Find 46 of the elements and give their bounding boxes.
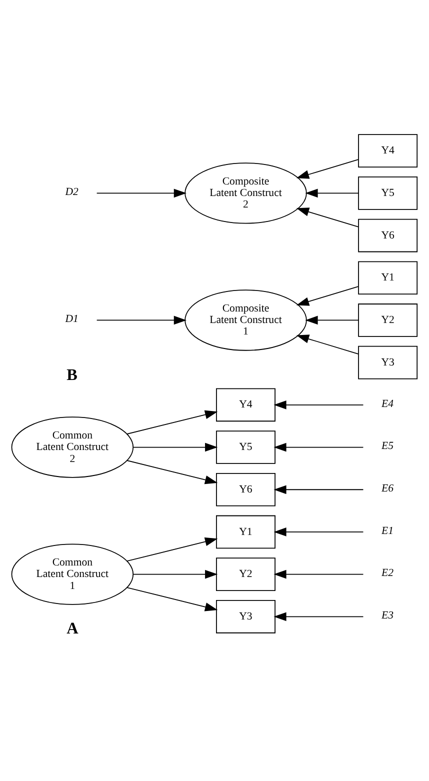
- arrow: [126, 410, 218, 434]
- arrow: [126, 537, 218, 562]
- node-text: E6: [382, 482, 394, 495]
- node-ellipse: Composite Latent Construct 2: [184, 162, 307, 224]
- node-box: Y4: [358, 134, 418, 168]
- node-box: Y2: [216, 558, 276, 591]
- node-box: Y6: [358, 218, 418, 252]
- node-text: E3: [382, 610, 394, 622]
- node-box: Y4: [216, 388, 276, 422]
- arrow: [274, 400, 364, 410]
- node-box: Y5: [216, 430, 276, 464]
- arrow: [305, 316, 359, 325]
- node-box: Y1: [216, 515, 276, 549]
- arrow: [126, 460, 218, 484]
- arrow: [96, 188, 186, 198]
- arrow: [274, 612, 364, 622]
- arrow: [132, 442, 218, 452]
- node-box: Y3: [216, 600, 276, 634]
- arrow: [296, 286, 359, 306]
- label: B: [66, 366, 78, 384]
- arrow: [274, 528, 364, 536]
- node-text: E1: [382, 524, 394, 537]
- node-box: Y3: [358, 346, 418, 380]
- arrow: [305, 188, 359, 198]
- node-text: E4: [382, 398, 394, 410]
- node-box: Y2: [358, 304, 418, 337]
- arrow: [96, 316, 186, 325]
- node-box: Y6: [216, 472, 276, 506]
- arrow: [274, 485, 364, 494]
- arrow: [274, 442, 364, 452]
- node-text: E2: [382, 567, 394, 580]
- node-ellipse: Common Latent Construct 1: [11, 544, 134, 605]
- arrow: [274, 570, 364, 579]
- arrow: [296, 334, 359, 354]
- node-text: D2: [65, 186, 78, 198]
- node-ellipse: Composite Latent Construct 1: [184, 290, 307, 351]
- node-box: Y1: [358, 261, 418, 295]
- node-box: Y5: [358, 176, 418, 210]
- node-text: D1: [65, 313, 78, 326]
- arrow: [132, 570, 218, 579]
- node-text: E5: [382, 440, 394, 452]
- node-ellipse: Common Latent Construct 2: [11, 416, 134, 478]
- label: A: [66, 619, 78, 638]
- arrow: [296, 159, 359, 179]
- arrow: [296, 208, 359, 228]
- arrow: [126, 587, 218, 612]
